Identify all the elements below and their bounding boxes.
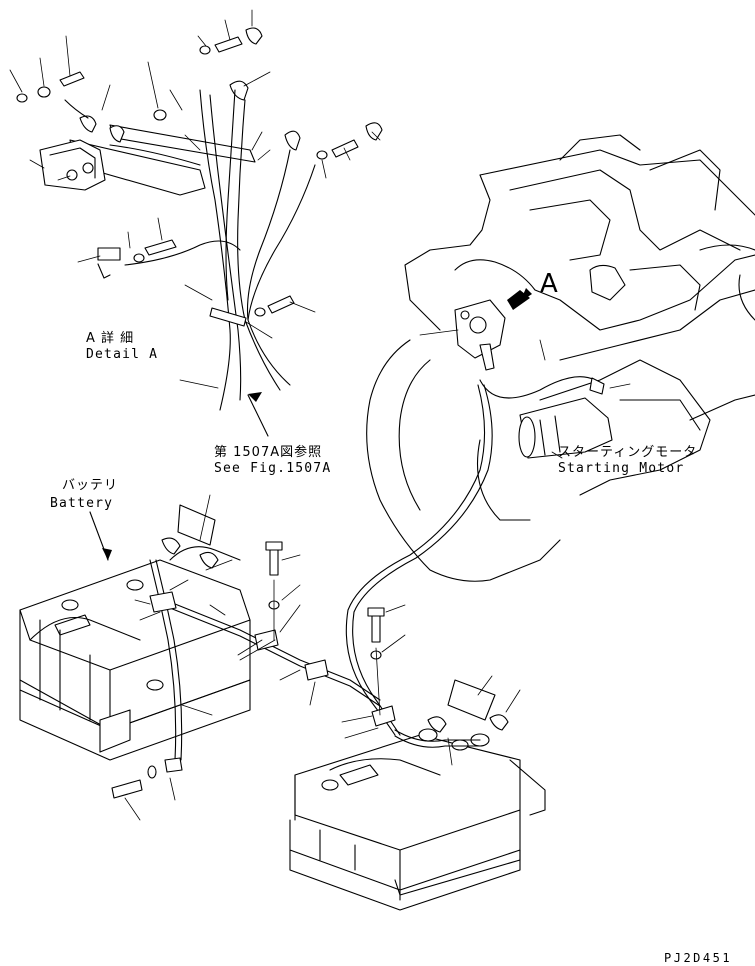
- starting-motor-label-jp: スターティングモータ: [558, 445, 697, 460]
- battery-label-en: Battery: [50, 496, 113, 511]
- see-fig-arrow: [247, 394, 269, 437]
- detail-a-label-jp: A 詳 細: [86, 330, 134, 346]
- starting-motor-label-en: Starting Motor: [558, 461, 684, 476]
- detail-a-label-en: Detail A: [86, 347, 158, 362]
- battery-right-drawing: [289, 604, 546, 911]
- battery-left-drawing: [19, 494, 381, 821]
- battery-label-jp: バッテリ: [62, 478, 118, 493]
- detail-a-drawing: [9, 9, 383, 411]
- drawing-code: PJ2D451: [664, 951, 732, 965]
- see-fig-label-jp: 第 1507A図参照: [214, 444, 322, 460]
- engine-drawing: [345, 134, 755, 736]
- view-marker-a: A: [540, 269, 559, 299]
- see-fig-label-en: See Fig.1507A: [214, 461, 331, 476]
